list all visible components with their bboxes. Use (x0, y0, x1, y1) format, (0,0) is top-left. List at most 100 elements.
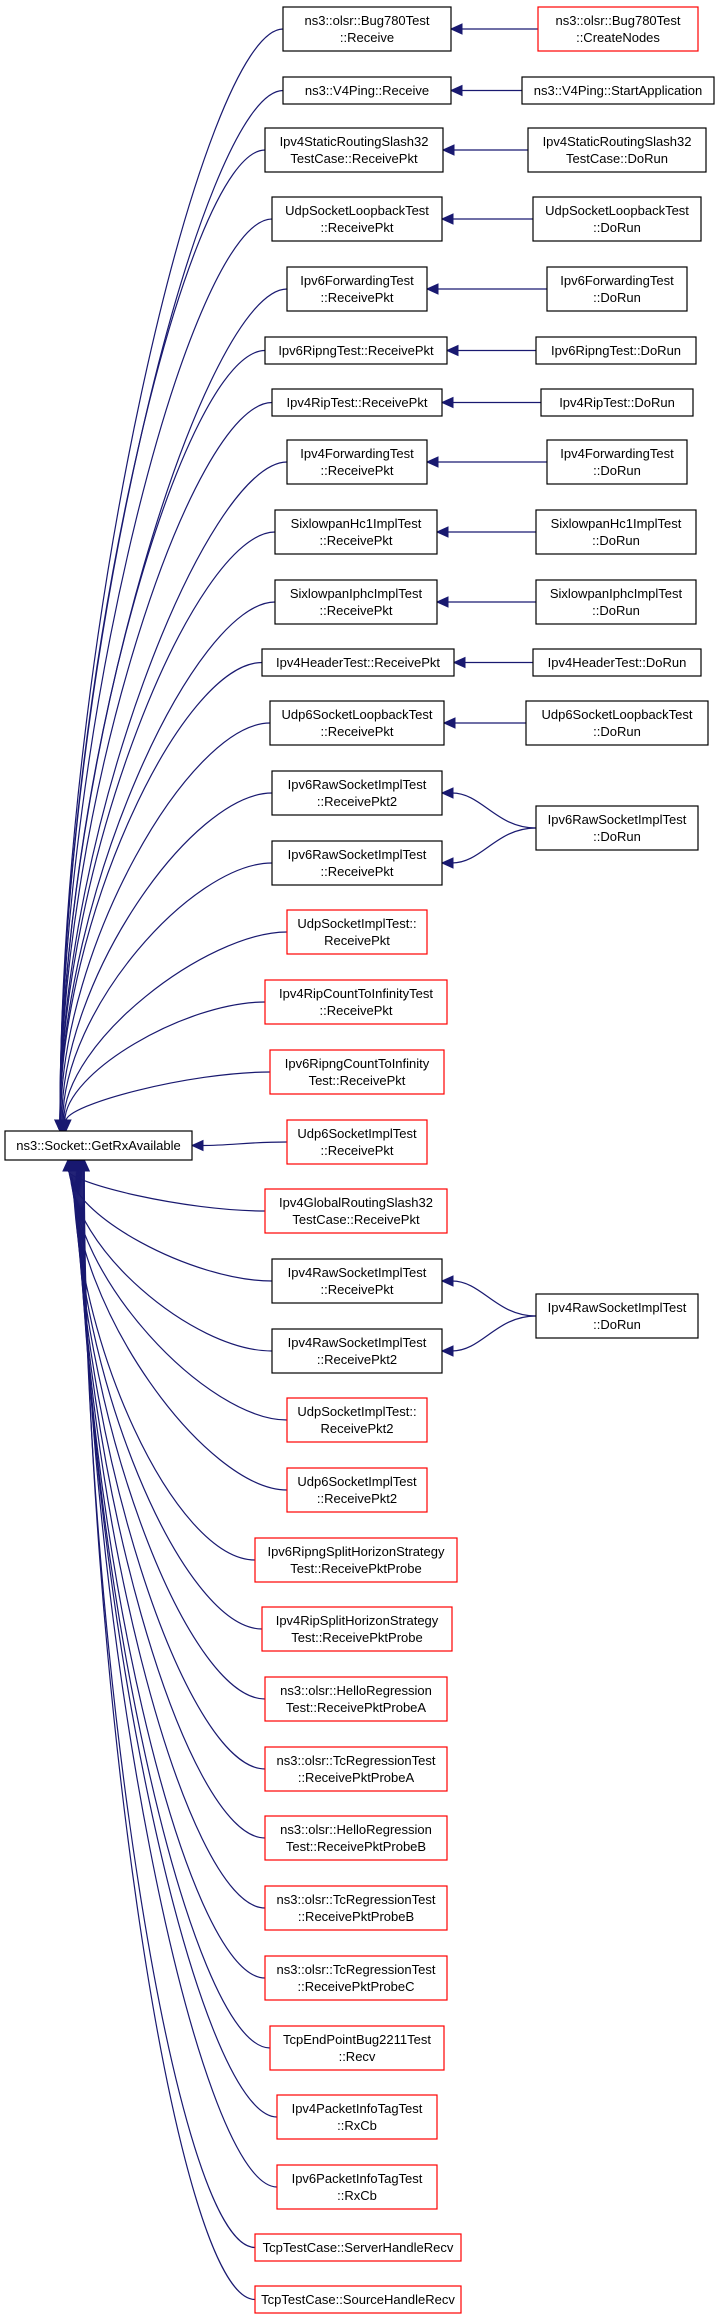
node-label: ::ReceivePkt (320, 1003, 393, 1018)
edge-line (59, 89, 284, 1122)
node-label: ::DoRun (593, 724, 641, 739)
function-node-c30[interactable]: ns3::olsr::TcRegressionTest::ReceivePktP… (264, 1955, 448, 2001)
edges-layer (54, 23, 547, 2301)
function-node-c32[interactable]: Ipv4PacketInfoTagTest::RxCb (276, 2094, 438, 2140)
edge-line (59, 218, 273, 1122)
function-node-c24[interactable]: Ipv6RipngSplitHorizonStrategyTest::Recei… (254, 1537, 458, 1583)
edge-line (69, 1169, 273, 1352)
node-label: SixlowpanIphcImplTest (290, 586, 423, 601)
function-node-c12[interactable]: Udp6SocketLoopbackTest::ReceivePkt (269, 700, 445, 746)
function-node-c8[interactable]: Ipv4ForwardingTest::ReceivePkt (286, 439, 428, 485)
node-box (535, 579, 697, 625)
node-label: ::DoRun (593, 463, 641, 478)
function-node-c25[interactable]: Ipv4RipSplitHorizonStrategyTest::Receive… (261, 1606, 453, 1652)
edge-line (201, 1141, 288, 1147)
node-label: ::ReceivePktProbeB (298, 1909, 414, 1924)
edge-line (80, 1169, 278, 2118)
node-label: ReceivePkt2 (321, 1421, 394, 1436)
function-node-c20[interactable]: Ipv4RawSocketImplTest::ReceivePkt (271, 1258, 443, 1304)
function-node-c31[interactable]: TcpEndPointBug2211Test::Recv (269, 2025, 445, 2071)
function-node-s2[interactable]: ns3::V4Ping::StartApplication (521, 76, 715, 105)
edge-line (451, 1280, 537, 1317)
function-node-c6[interactable]: Ipv6RipngTest::ReceivePkt (264, 336, 448, 365)
function-node-s8[interactable]: Ipv4ForwardingTest::DoRun (546, 439, 688, 485)
edge-line (59, 28, 284, 1122)
node-box (254, 1537, 458, 1583)
node-box (264, 127, 444, 173)
node-box (264, 1676, 448, 1722)
node-label: Ipv6RawSocketImplTest (548, 812, 687, 827)
function-node-c18[interactable]: Udp6SocketImplTest::ReceivePkt (286, 1119, 428, 1165)
function-node-c21[interactable]: Ipv4RawSocketImplTest::ReceivePkt2 (271, 1328, 443, 1374)
node-box (261, 1606, 453, 1652)
function-node-c3[interactable]: Ipv4StaticRoutingSlash32TestCase::Receiv… (264, 127, 444, 173)
function-node-c26[interactable]: ns3::olsr::HelloRegressionTest::ReceiveP… (264, 1676, 448, 1722)
function-node-c19[interactable]: Ipv4GlobalRoutingSlash32TestCase::Receiv… (264, 1188, 448, 1234)
node-label: Ipv4PacketInfoTagTest (292, 2101, 423, 2116)
node-box (254, 2233, 462, 2262)
node-label: ::CreateNodes (576, 30, 660, 45)
node-label: ::ReceivePkt (321, 220, 394, 235)
node-box (286, 266, 428, 312)
function-node-c4[interactable]: UdpSocketLoopbackTest::ReceivePkt (271, 196, 443, 242)
function-node-s5[interactable]: Ipv6ForwardingTest::DoRun (546, 266, 688, 312)
function-node-c29[interactable]: ns3::olsr::TcRegressionTest::ReceivePktP… (264, 1885, 448, 1931)
function-node-s11[interactable]: Ipv4HeaderTest::DoRun (532, 648, 702, 677)
function-node-c2[interactable]: ns3::V4Ping::Receive (282, 76, 452, 105)
node-label: Ipv4RawSocketImplTest (548, 1300, 687, 1315)
edge-line (451, 1315, 537, 1352)
edge-line (59, 288, 288, 1122)
node-label: Ipv6RipngCountToInfinity (285, 1056, 430, 1071)
node-box (271, 1258, 443, 1304)
function-node-s10[interactable]: SixlowpanIphcImplTest::DoRun (535, 579, 697, 625)
function-node-s14[interactable]: Ipv4RawSocketImplTest::DoRun (535, 1293, 699, 1339)
node-label: Ipv4ForwardingTest (300, 446, 414, 461)
node-label: ::Receive (340, 30, 394, 45)
function-node-c14[interactable]: Ipv6RawSocketImplTest::ReceivePkt (271, 840, 443, 886)
function-node-c5[interactable]: Ipv6ForwardingTest::ReceivePkt (286, 266, 428, 312)
node-label: ns3::olsr::TcRegressionTest (277, 1892, 436, 1907)
node-label: Udp6SocketLoopbackTest (281, 707, 432, 722)
function-node-c23[interactable]: Udp6SocketImplTest::ReceivePkt2 (286, 1467, 428, 1513)
edge-arrowhead (442, 717, 456, 729)
function-node-s12[interactable]: Udp6SocketLoopbackTest::DoRun (525, 700, 709, 746)
function-node-s1[interactable]: ns3::olsr::Bug780Test::CreateNodes (537, 6, 699, 52)
node-label: Ipv4RawSocketImplTest (288, 1265, 427, 1280)
function-node-c7[interactable]: Ipv4RipTest::ReceivePkt (271, 388, 443, 417)
edge-line (70, 1169, 288, 1421)
root-node[interactable]: ns3::Socket::GetRxAvailable (4, 1130, 193, 1161)
function-node-c22[interactable]: UdpSocketImplTest::ReceivePkt2 (286, 1397, 428, 1443)
function-node-c28[interactable]: ns3::olsr::HelloRegressionTest::ReceiveP… (264, 1815, 448, 1861)
node-label: ::RxCb (337, 2188, 377, 2203)
node-label: TestCase::ReceivePkt (292, 1212, 420, 1227)
function-node-c1[interactable]: ns3::olsr::Bug780Test::Receive (282, 6, 452, 52)
function-node-c11[interactable]: Ipv4HeaderTest::ReceivePkt (261, 648, 455, 677)
node-label: SixlowpanIphcImplTest (550, 586, 683, 601)
node-label: TcpEndPointBug2211Test (283, 2032, 431, 2047)
function-node-c27[interactable]: ns3::olsr::TcRegressionTest::ReceivePktP… (264, 1746, 448, 1792)
edge-arrowhead (440, 1275, 454, 1287)
function-node-c34[interactable]: TcpTestCase::ServerHandleRecv (254, 2233, 462, 2262)
function-node-c10[interactable]: SixlowpanIphcImplTest::ReceivePkt (274, 579, 438, 625)
node-label: Test::ReceivePktProbe (291, 1630, 423, 1645)
function-node-c16[interactable]: Ipv4RipCountToInfinityTest::ReceivePkt (264, 979, 448, 1025)
function-node-c35[interactable]: TcpTestCase::SourceHandleRecv (254, 2285, 462, 2314)
function-node-c33[interactable]: Ipv6PacketInfoTagTest::RxCb (276, 2164, 438, 2210)
node-label: ::ReceivePkt (320, 603, 393, 618)
function-node-s6[interactable]: Ipv6RipngTest::DoRun (535, 336, 697, 365)
function-node-c15[interactable]: UdpSocketImplTest::ReceivePkt (286, 909, 428, 955)
function-node-s7[interactable]: Ipv4RipTest::DoRun (540, 388, 694, 417)
function-node-c13[interactable]: Ipv6RawSocketImplTest::ReceivePkt2 (271, 770, 443, 816)
node-box (276, 2094, 438, 2140)
node-label: Ipv4RipSplitHorizonStrategy (276, 1613, 439, 1628)
function-node-s4[interactable]: UdpSocketLoopbackTest::DoRun (532, 196, 702, 242)
function-node-c9[interactable]: SixlowpanHc1ImplTest::ReceivePkt (274, 509, 438, 555)
node-label: Ipv6PacketInfoTagTest (292, 2171, 423, 2186)
node-box (525, 700, 709, 746)
function-node-s9[interactable]: SixlowpanHc1ImplTest::DoRun (535, 509, 697, 555)
node-box (537, 6, 699, 52)
edge-line (451, 792, 537, 829)
function-node-s13[interactable]: Ipv6RawSocketImplTest::DoRun (535, 805, 699, 851)
